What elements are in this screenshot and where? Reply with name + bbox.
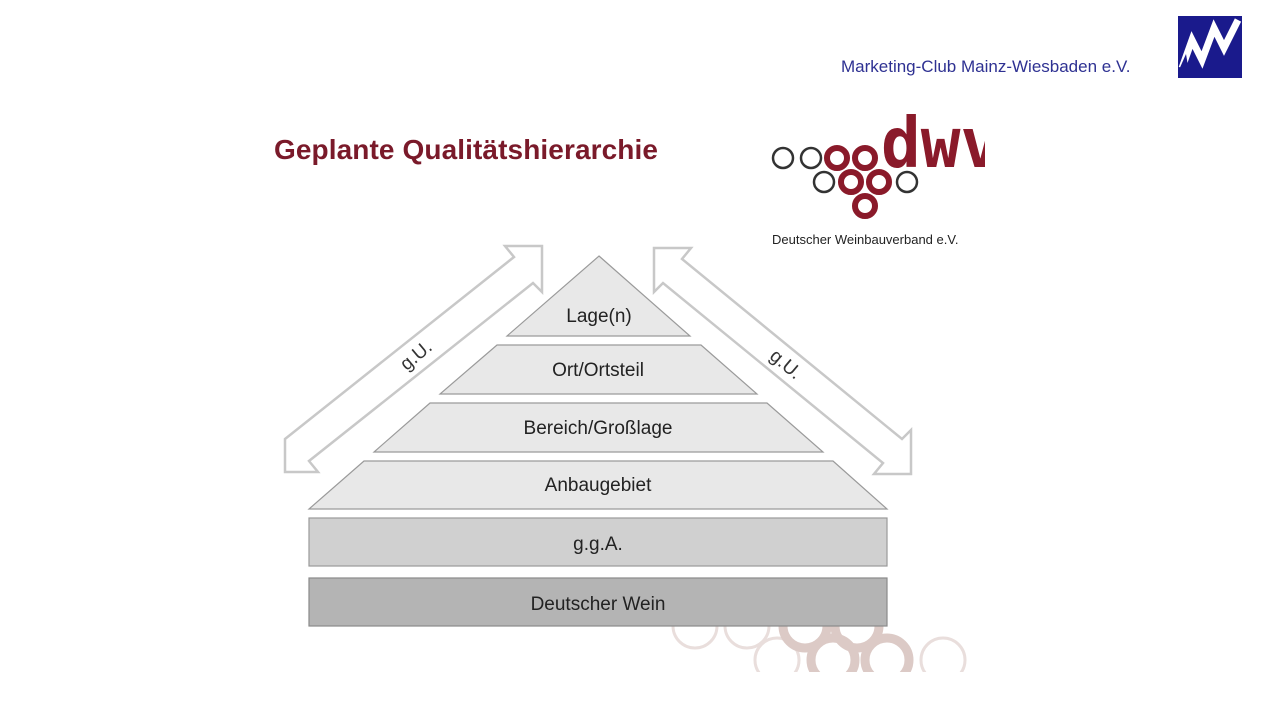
- pyramid-tier-lage: [505, 255, 692, 337]
- tier-label-ort: Ort/Ortsteil: [552, 360, 644, 381]
- pyramid-tier-ort: [438, 344, 759, 395]
- dwv-wordmark: dwv: [881, 103, 985, 184]
- dwv-logo: dwv: [771, 103, 985, 219]
- tier-label-deutscher-wein: Deutscher Wein: [531, 594, 666, 615]
- tier-label-bereich: Bereich/Großlage: [524, 418, 673, 439]
- tier-label-gga: g.g.A.: [573, 534, 623, 555]
- pyramid-tier-bereich: [372, 402, 825, 453]
- tier-label-anbaugebiet: Anbaugebiet: [545, 475, 652, 496]
- grape-circles-icon: [771, 145, 919, 219]
- club-logo-icon: [1178, 16, 1242, 78]
- club-name: Marketing-Club Mainz-Wiesbaden e.V.: [841, 57, 1131, 76]
- right-double-arrow: [652, 246, 913, 476]
- tier-label-lage: Lage(n): [566, 306, 632, 327]
- pyramid-tier-gga: [308, 517, 888, 567]
- dwv-caption: Deutscher Weinbauverband e.V.: [772, 232, 959, 247]
- left-double-arrow: [283, 244, 544, 474]
- pyramid-tier-anbaugebiet: [307, 460, 889, 510]
- pyramid-tier-deutscher-wein: [308, 577, 888, 627]
- slide-title: Geplante Qualitätshierarchie: [274, 134, 659, 165]
